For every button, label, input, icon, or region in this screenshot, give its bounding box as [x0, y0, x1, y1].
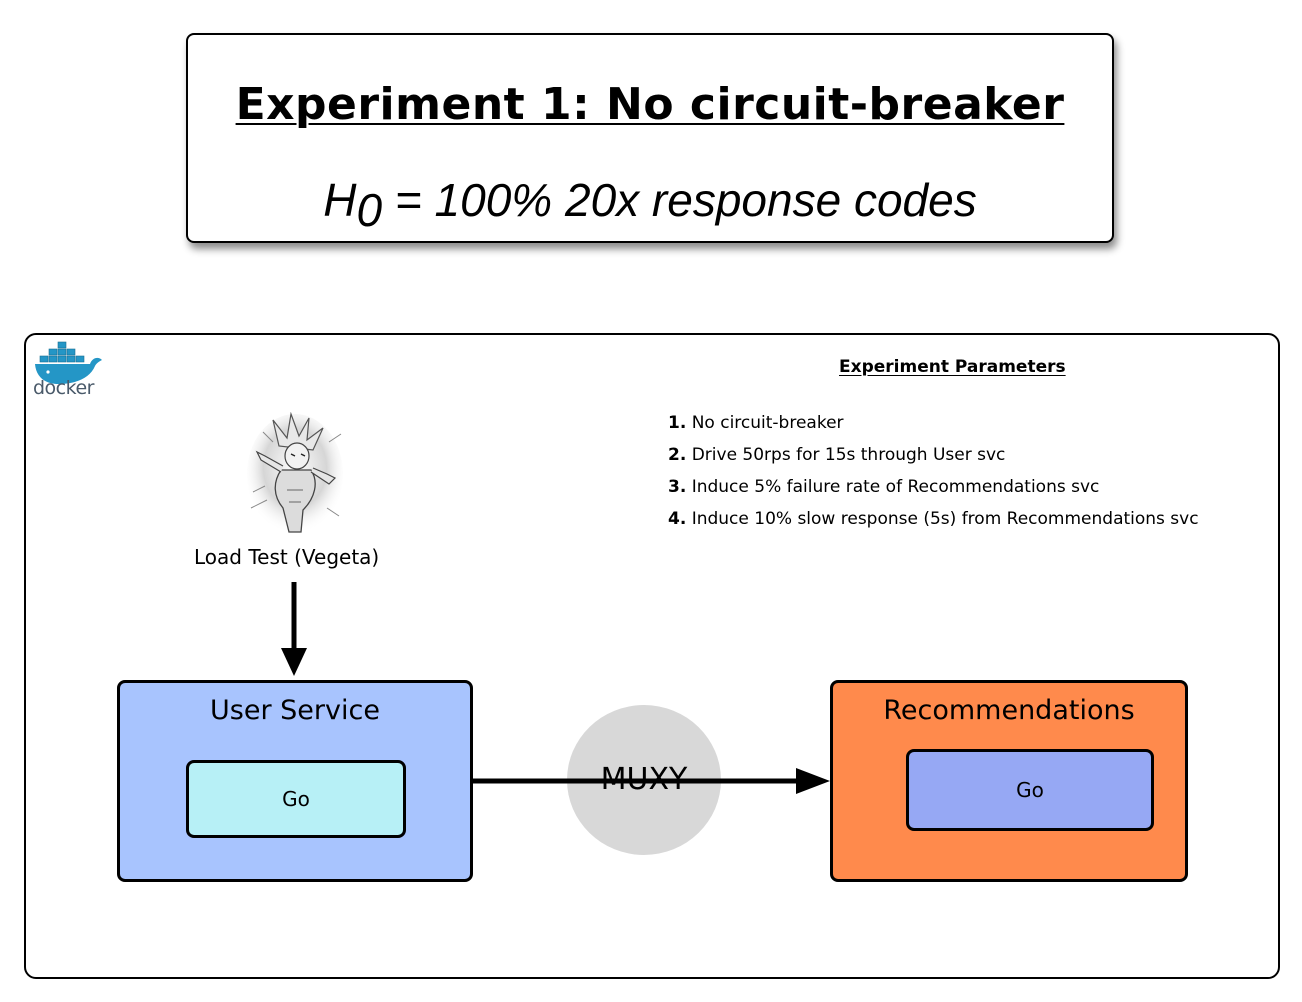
hypothesis-statement: = 100% 20x response codes	[382, 174, 977, 226]
load-test-label: Load Test (Vegeta)	[194, 545, 380, 569]
recommendations-box: Recommendations Go	[830, 680, 1188, 882]
docker-whale-icon	[35, 341, 102, 384]
parameter-number: 2.	[668, 445, 687, 465]
parameter-text: Induce 5% failure rate of Recommendation…	[686, 477, 1100, 497]
parameter-text: Induce 10% slow response (5s) from Recom…	[686, 509, 1199, 529]
parameter-item: 3. Induce 5% failure rate of Recommendat…	[668, 477, 1199, 509]
parameters-heading: Experiment Parameters	[839, 357, 1066, 377]
parameter-number: 4.	[668, 509, 687, 529]
recommendations-go-label: Go	[1016, 778, 1044, 802]
title-box: Experiment 1: No circuit-breaker H0 = 10…	[186, 33, 1114, 243]
parameter-text: Drive 50rps for 15s through User svc	[686, 445, 1006, 465]
user-service-title: User Service	[210, 695, 380, 726]
muxy-label: MUXY	[600, 762, 688, 797]
parameter-number: 1.	[668, 413, 687, 433]
hypothesis: H0 = 100% 20x response codes	[188, 173, 1112, 236]
parameters-list: 1. No circuit-breaker 2. Drive 50rps for…	[668, 413, 1199, 541]
user-service-go-box: Go	[186, 760, 406, 838]
parameter-number: 3.	[668, 477, 687, 497]
user-service-go-label: Go	[282, 787, 310, 811]
hypothesis-symbol: H	[323, 174, 357, 226]
recommendations-go-box: Go	[906, 749, 1154, 831]
parameter-item: 2. Drive 50rps for 15s through User svc	[668, 445, 1199, 477]
docker-label: docker	[33, 377, 94, 399]
recommendations-title: Recommendations	[883, 695, 1135, 726]
user-service-box: User Service Go	[117, 680, 473, 882]
hypothesis-subscript: 0	[356, 184, 383, 236]
parameter-item: 4. Induce 10% slow response (5s) from Re…	[668, 509, 1199, 541]
parameter-item: 1. No circuit-breaker	[668, 413, 1199, 445]
parameter-text: No circuit-breaker	[686, 413, 844, 433]
experiment-title: Experiment 1: No circuit-breaker	[235, 79, 1065, 130]
vegeta-character-image	[247, 412, 343, 534]
